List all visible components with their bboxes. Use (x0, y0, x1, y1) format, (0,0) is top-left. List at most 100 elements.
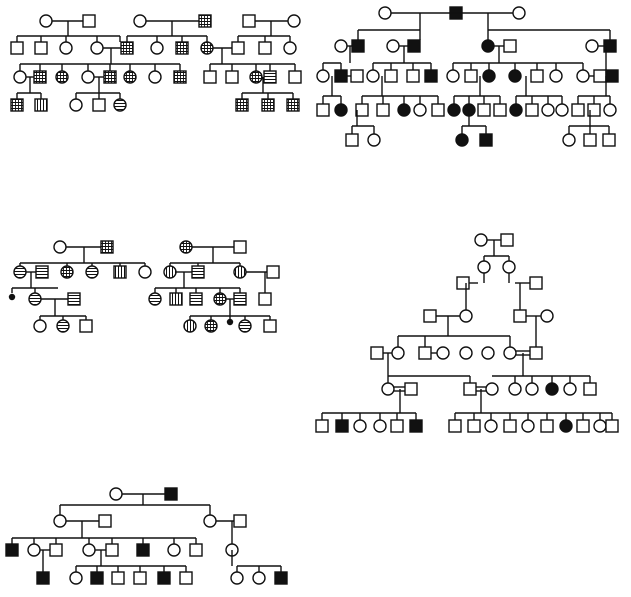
male-unaffected-square (605, 419, 619, 433)
female-unaffected-circle (593, 419, 607, 433)
female-unaffected-circle (484, 419, 498, 433)
male-affected-square (157, 571, 171, 585)
female-unaffected-circle (391, 346, 405, 360)
male-grid-square (175, 41, 189, 55)
female-unaffected-circle (287, 14, 301, 28)
male-horizontal-square (189, 292, 203, 306)
male-unaffected-square (390, 419, 404, 433)
female-unaffected-circle (512, 6, 526, 20)
male-unaffected-square (263, 319, 277, 333)
male-unaffected-square (513, 309, 527, 323)
female-unaffected-circle (138, 265, 152, 279)
female-affected-circle (508, 69, 522, 83)
male-grid-square (286, 98, 300, 112)
female-vertical-circle (183, 319, 197, 333)
male-grid-square (103, 70, 117, 84)
male-grid-square (173, 70, 187, 84)
male-grid-square (33, 70, 47, 84)
male-unaffected-square (404, 382, 418, 396)
male-unaffected-square (288, 70, 302, 84)
female-unaffected-circle (353, 419, 367, 433)
male-unaffected-square (418, 346, 432, 360)
pedigree-bottom-left (5, 487, 288, 585)
male-unaffected-square (133, 571, 147, 585)
female-unaffected-circle (459, 346, 473, 360)
male-grid-square (120, 41, 134, 55)
male-unaffected-square (406, 69, 420, 83)
female-unaffected-circle (436, 346, 450, 360)
male-unaffected-square (448, 419, 462, 433)
small-filled-dot (8, 293, 16, 301)
male-affected-square (164, 487, 178, 501)
male-grid-square (198, 14, 212, 28)
female-unaffected-circle (283, 41, 297, 55)
male-unaffected-square (423, 309, 437, 323)
female-horizontal-circle (238, 319, 252, 333)
female-horizontal-circle (148, 292, 162, 306)
female-grid-circle (200, 41, 214, 55)
female-affected-circle (334, 103, 348, 117)
female-unaffected-circle (541, 103, 555, 117)
female-unaffected-circle (603, 103, 617, 117)
male-unaffected-square (258, 292, 272, 306)
male-unaffected-square (266, 265, 280, 279)
male-vertical-square (113, 265, 127, 279)
female-grid-circle (213, 292, 227, 306)
female-unaffected-circle (230, 571, 244, 585)
male-unaffected-square (242, 14, 256, 28)
female-unaffected-circle (459, 309, 473, 323)
male-unaffected-square (587, 103, 601, 117)
female-unaffected-circle (413, 103, 427, 117)
male-unaffected-square (231, 41, 245, 55)
male-unaffected-square (529, 346, 543, 360)
female-unaffected-circle (477, 260, 491, 274)
male-unaffected-square (384, 69, 398, 83)
female-unaffected-circle (133, 14, 147, 28)
female-grid-circle (60, 265, 74, 279)
male-unaffected-square (258, 41, 272, 55)
female-unaffected-circle (502, 260, 516, 274)
male-horizontal-square (263, 70, 277, 84)
female-unaffected-circle (203, 514, 217, 528)
female-unaffected-circle (446, 69, 460, 83)
female-unaffected-circle (381, 382, 395, 396)
male-unaffected-square (111, 571, 125, 585)
male-unaffected-square (530, 69, 544, 83)
female-unaffected-circle (503, 346, 517, 360)
male-unaffected-square (49, 543, 63, 557)
male-affected-square (334, 69, 348, 83)
male-unaffected-square (92, 98, 106, 112)
female-unaffected-circle (555, 103, 569, 117)
male-unaffected-square (376, 103, 390, 117)
male-unaffected-square (179, 571, 193, 585)
female-grid-circle (123, 70, 137, 84)
female-vertical-circle (163, 265, 177, 279)
male-affected-square (351, 39, 365, 53)
male-affected-square (90, 571, 104, 585)
female-unaffected-circle (53, 240, 67, 254)
male-unaffected-square (467, 419, 481, 433)
female-horizontal-circle (56, 319, 70, 333)
female-unaffected-circle (150, 41, 164, 55)
male-unaffected-square (503, 39, 517, 53)
pedigree-top-left (10, 14, 302, 112)
female-unaffected-circle (167, 543, 181, 557)
male-unaffected-square (431, 103, 445, 117)
male-affected-square (479, 133, 493, 147)
male-vertical-square (169, 292, 183, 306)
female-unaffected-circle (521, 419, 535, 433)
male-unaffected-square (583, 382, 597, 396)
female-unaffected-circle (576, 69, 590, 83)
male-unaffected-square (79, 319, 93, 333)
female-unaffected-circle (53, 514, 67, 528)
female-unaffected-circle (540, 309, 554, 323)
male-unaffected-square (503, 419, 517, 433)
pedigree-middle-left (8, 240, 280, 333)
female-unaffected-circle (585, 39, 599, 53)
male-unaffected-square (225, 70, 239, 84)
female-unaffected-circle (334, 39, 348, 53)
female-vertical-circle (233, 265, 247, 279)
female-affected-circle (447, 103, 461, 117)
